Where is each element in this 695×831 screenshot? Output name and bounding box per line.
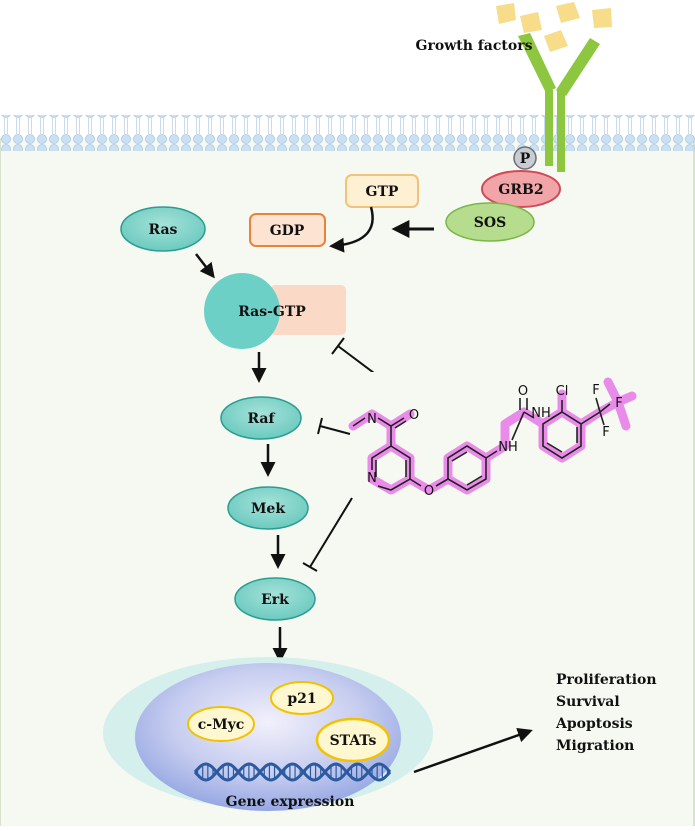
atom-nh-urea-right: NH	[531, 406, 551, 421]
inhibit-erk	[309, 497, 353, 568]
raf-label: Raf	[247, 411, 275, 427]
receptor	[518, 33, 600, 172]
arrow-gtp-to-gdp	[329, 206, 374, 253]
arrow-ras-to-rasgtp	[195, 253, 215, 279]
atom-o-urea: O	[518, 384, 528, 399]
outcome-3: Migration	[556, 738, 634, 754]
ras-label: Ras	[149, 222, 178, 238]
mek-node	[227, 486, 309, 530]
drug-structure: N O N O NH O NH Cl F F F	[348, 372, 682, 510]
phosphate-label: P	[520, 151, 531, 167]
dna-strand-1	[193, 762, 392, 782]
gtp-label: GTP	[366, 184, 399, 200]
outcome-2: Apoptosis	[555, 716, 633, 732]
growth-factor-ligands	[496, 2, 612, 52]
cell-membrane	[0, 115, 695, 151]
atom-nh-urea-left: NH	[498, 440, 518, 455]
inhibit-raf-bar	[317, 417, 323, 435]
growth-factors-label: Growth factors	[416, 38, 533, 54]
dna-helix	[193, 762, 392, 782]
cmyc-label: c-Myc	[198, 717, 245, 733]
gdp-label: GDP	[270, 223, 305, 239]
phosphate-node	[513, 146, 537, 170]
p21-node	[270, 681, 334, 715]
ras-gtp-label: Ras-GTP	[238, 304, 306, 320]
atom-nh-amide: N	[367, 412, 377, 427]
atom-f3: F	[592, 383, 599, 398]
atom-o-ether: O	[424, 484, 434, 499]
ras-gtp-circle	[204, 273, 280, 349]
inhibit-raf	[319, 425, 351, 435]
arrow-to-outcomes	[413, 727, 533, 774]
gdp-node	[249, 213, 326, 247]
atom-f1: F	[615, 396, 622, 411]
outcome-1: Survival	[556, 694, 620, 710]
atom-n-pyridine: N	[367, 471, 377, 486]
nucleus-inner	[135, 663, 401, 811]
grb2-label: GRB2	[498, 182, 543, 198]
atom-cl: Cl	[556, 384, 569, 399]
inhibit-erk-bar	[302, 562, 318, 572]
sos-node	[445, 202, 535, 242]
cmyc-node	[187, 706, 255, 742]
mek-label: Mek	[251, 501, 285, 517]
stats-node	[315, 717, 391, 763]
ras-gtp-box	[270, 285, 346, 335]
dna-strand-0	[193, 762, 392, 782]
drug-bonds	[352, 397, 611, 491]
stats-label: STATs	[330, 733, 377, 749]
gtp-node	[345, 174, 419, 208]
erk-label: Erk	[261, 592, 289, 608]
raf-node	[220, 396, 302, 440]
ras-node	[120, 206, 206, 252]
atom-f2: F	[602, 425, 609, 440]
erk-node	[234, 577, 316, 621]
atom-o-amide: O	[409, 408, 419, 423]
gene-expression-label: Gene expression	[226, 794, 355, 810]
sos-label: SOS	[474, 215, 506, 231]
inhibit-rasgtp-bar	[331, 337, 345, 355]
outcome-0: Proliferation	[556, 672, 657, 688]
p21-label: p21	[287, 691, 316, 707]
grb2-node	[481, 170, 561, 208]
